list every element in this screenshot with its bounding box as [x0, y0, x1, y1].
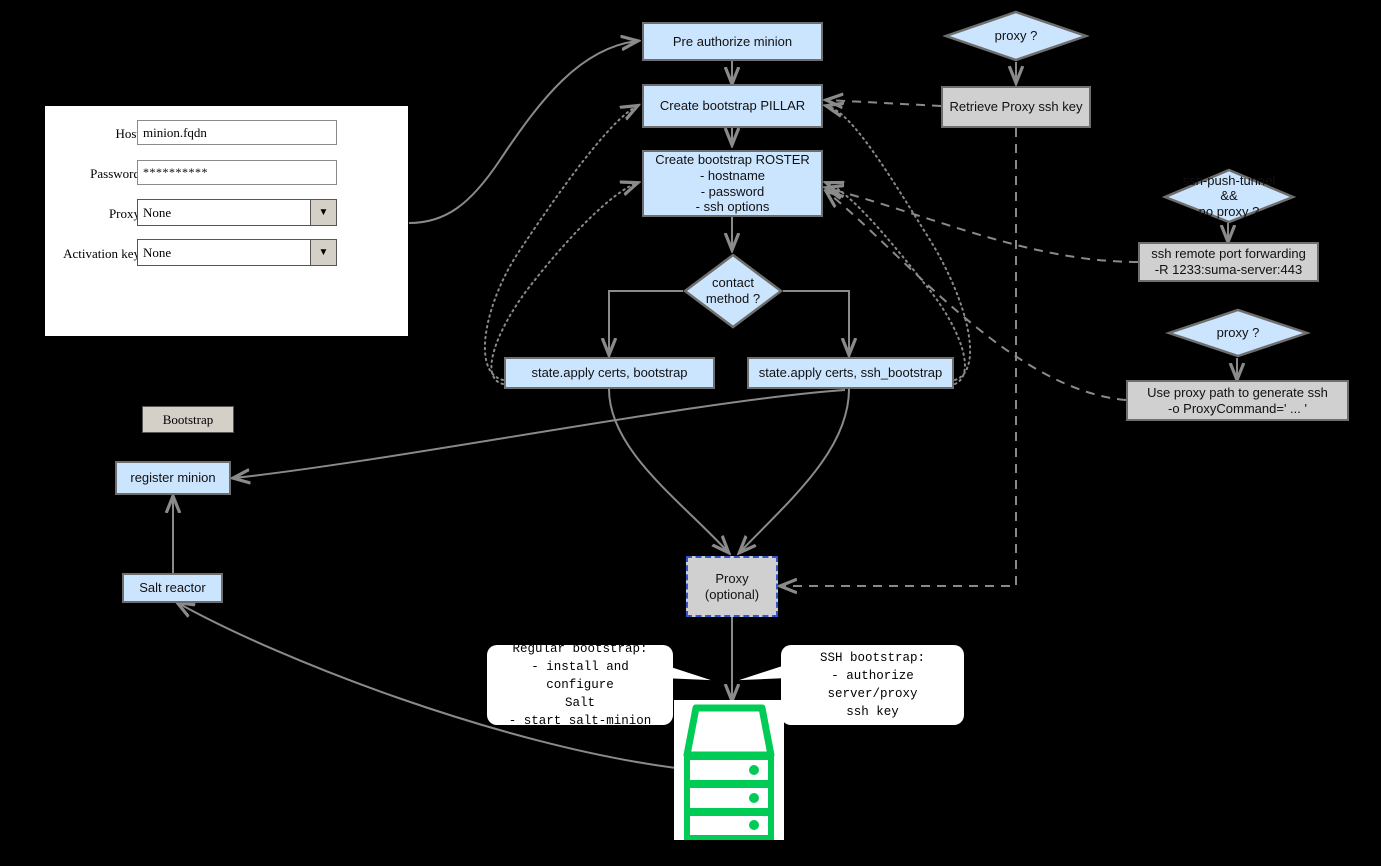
chevron-down-icon[interactable]: ▼	[311, 200, 336, 225]
proxy-select-value: None	[138, 200, 311, 225]
node-use-proxy-path[interactable]: Use proxy path to generate ssh -o ProxyC…	[1126, 380, 1349, 421]
node-create-bootstrap-roster[interactable]: Create bootstrap ROSTER - hostname - pas…	[642, 150, 823, 217]
host-label: Host	[115, 126, 140, 141]
edge-bootstrap-to-pillar-dotted	[483, 106, 637, 381]
host-input[interactable]: minion.fqdn	[137, 120, 337, 145]
edge-portforwarding-to-roster-dashed	[827, 188, 1139, 263]
edge-bootstrap-to-proxy	[608, 388, 728, 552]
callout-ssh-bootstrap: SSH bootstrap: - authorize server/proxy …	[781, 645, 964, 725]
proxy-select[interactable]: None ▼	[137, 199, 337, 226]
edge-contact-to-ssh-bootstrap	[783, 290, 849, 354]
edge-bootstrap-to-roster-dotted	[490, 183, 637, 385]
node-state-apply-certs-ssh-bootstrap[interactable]: state.apply certs, ssh_bootstrap	[747, 357, 954, 389]
diamond-shape	[1161, 168, 1297, 224]
node-pre-authorize-minion[interactable]: Pre authorize minion	[642, 22, 823, 61]
edge-sshbootstrap-to-roster-dotted	[827, 183, 966, 385]
node-proxy-optional[interactable]: Proxy (optional)	[686, 556, 778, 617]
edge-sshbootstrap-to-proxy	[740, 388, 850, 552]
bootstrap-minion-form[interactable]: Host minion.fqdn Password ********** Pro…	[44, 105, 409, 433]
edge-contact-to-bootstrap	[609, 290, 683, 354]
edge-sshbootstrap-to-register-minion	[234, 389, 846, 478]
node-ssh-push-tunnel-question[interactable]: ssh-push-tunnel && no proxy ?	[1161, 168, 1297, 224]
activation-key-select-value: None	[138, 240, 311, 265]
bootstrap-button[interactable]: Bootstrap	[142, 406, 234, 433]
node-proxy-question-bottom[interactable]: proxy ?	[1165, 308, 1311, 358]
node-state-apply-certs-bootstrap[interactable]: state.apply certs, bootstrap	[504, 357, 715, 389]
diamond-shape	[1165, 308, 1311, 358]
password-label: Password	[90, 166, 140, 181]
node-contact-method[interactable]: contact method ?	[682, 253, 784, 329]
diamond-shape	[942, 10, 1090, 62]
node-salt-reactor[interactable]: Salt reactor	[122, 573, 223, 603]
proxy-label: Proxy	[108, 206, 140, 221]
server-icon	[674, 700, 784, 841]
activation-key-select[interactable]: None ▼	[137, 239, 337, 266]
node-register-minion[interactable]: register minion	[115, 461, 231, 495]
node-ssh-remote-port-forwarding[interactable]: ssh remote port forwarding -R 1233:suma-…	[1138, 242, 1319, 282]
password-input[interactable]: **********	[137, 160, 337, 185]
node-retrieve-proxy-ssh-key[interactable]: Retrieve Proxy ssh key	[941, 86, 1091, 128]
node-create-bootstrap-pillar[interactable]: Create bootstrap PILLAR	[642, 84, 823, 128]
callout-regular-bootstrap: Regular bootstrap: - install and configu…	[487, 642, 673, 728]
edge-sshbootstrap-to-pillar-dotted	[827, 106, 972, 381]
activation-key-label: Activation key	[63, 246, 140, 261]
chevron-down-icon[interactable]: ▼	[311, 240, 336, 265]
edge-form-to-preauthorize	[408, 41, 637, 224]
diamond-shape	[682, 253, 784, 329]
node-proxy-question-top[interactable]: proxy ?	[942, 10, 1090, 62]
edge-retrieve-to-pillar-dashed	[827, 100, 942, 106]
